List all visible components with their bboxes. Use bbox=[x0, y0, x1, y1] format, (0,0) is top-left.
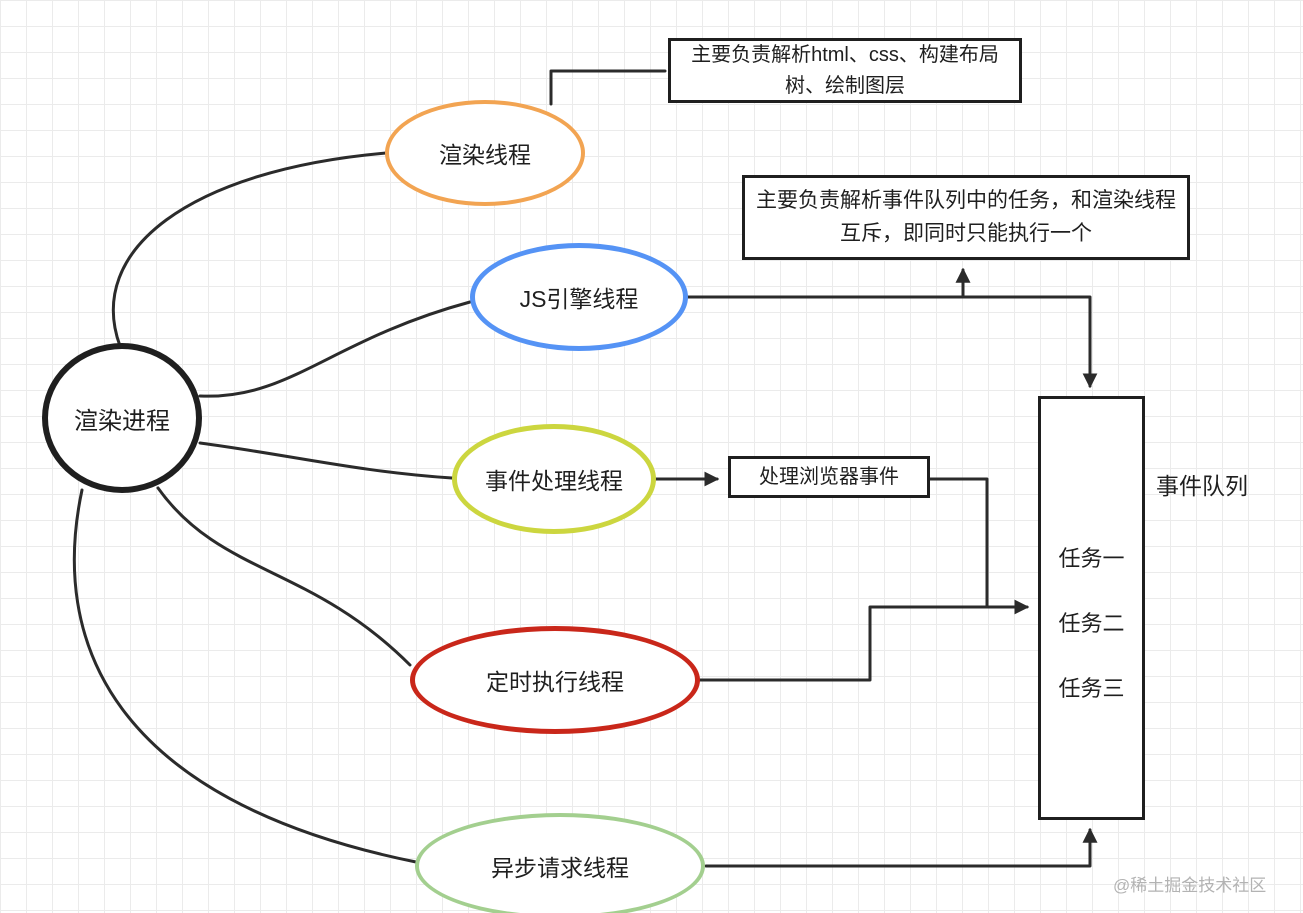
node-render-thread: 渲染线程 bbox=[385, 100, 585, 206]
edge-process-to-timer-thread bbox=[156, 486, 412, 667]
event-queue: 任务一 任务二 任务三 bbox=[1038, 396, 1145, 820]
event-thread-label: 事件处理线程 bbox=[485, 468, 623, 494]
node-async-thread: 异步请求线程 bbox=[415, 813, 705, 913]
note-js-thread-text: 主要负责解析事件队列中的任务，和渲染线程互斥，即同时只能执行一个 bbox=[756, 188, 1176, 245]
queue-task-3: 任务三 bbox=[1058, 676, 1125, 701]
render-thread-label: 渲染线程 bbox=[439, 142, 531, 168]
edge-process-to-async-thread bbox=[72, 488, 418, 864]
render-process-label: 渲染进程 bbox=[74, 407, 170, 435]
edge-render-thread-to-note bbox=[549, 69, 667, 106]
queue-task-2: 任务二 bbox=[1058, 611, 1125, 636]
queue-task-1: 任务一 bbox=[1058, 546, 1125, 571]
timer-thread-label: 定时执行线程 bbox=[486, 669, 624, 695]
watermark-text: @稀土掘金技术社区 bbox=[1113, 876, 1267, 895]
event-queue-label-text: 事件队列 bbox=[1156, 473, 1248, 499]
edge-js-thread-to-queue-top bbox=[686, 295, 1098, 389]
node-render-process: 渲染进程 bbox=[42, 343, 202, 493]
node-js-engine-thread: JS引擎线程 bbox=[470, 243, 688, 351]
async-thread-label: 异步请求线程 bbox=[491, 855, 629, 881]
edge-async-thread-to-queue-bottom bbox=[704, 827, 1098, 868]
edge-event-note-to-merge bbox=[928, 477, 989, 609]
note-render-thread: 主要负责解析html、css、构建布局树、绘制图层 bbox=[668, 38, 1022, 103]
js-engine-thread-label: JS引擎线程 bbox=[519, 286, 639, 312]
edge-process-to-event-thread bbox=[198, 441, 454, 480]
event-queue-label: 事件队列 bbox=[1156, 467, 1248, 501]
note-render-thread-text: 主要负责解析html、css、构建布局树、绘制图层 bbox=[691, 43, 999, 97]
edge-timer-thread-to-queue bbox=[698, 599, 1030, 682]
edge-process-to-js-thread bbox=[198, 300, 472, 398]
edge-process-to-render-thread bbox=[111, 151, 388, 348]
note-js-thread: 主要负责解析事件队列中的任务，和渲染线程互斥，即同时只能执行一个 bbox=[742, 175, 1190, 260]
note-browser-event-text: 处理浏览器事件 bbox=[759, 465, 899, 488]
node-timer-thread: 定时执行线程 bbox=[410, 626, 700, 734]
node-event-thread: 事件处理线程 bbox=[452, 424, 656, 534]
watermark: @稀土掘金技术社区 bbox=[1113, 871, 1266, 896]
note-browser-event: 处理浏览器事件 bbox=[728, 456, 930, 498]
